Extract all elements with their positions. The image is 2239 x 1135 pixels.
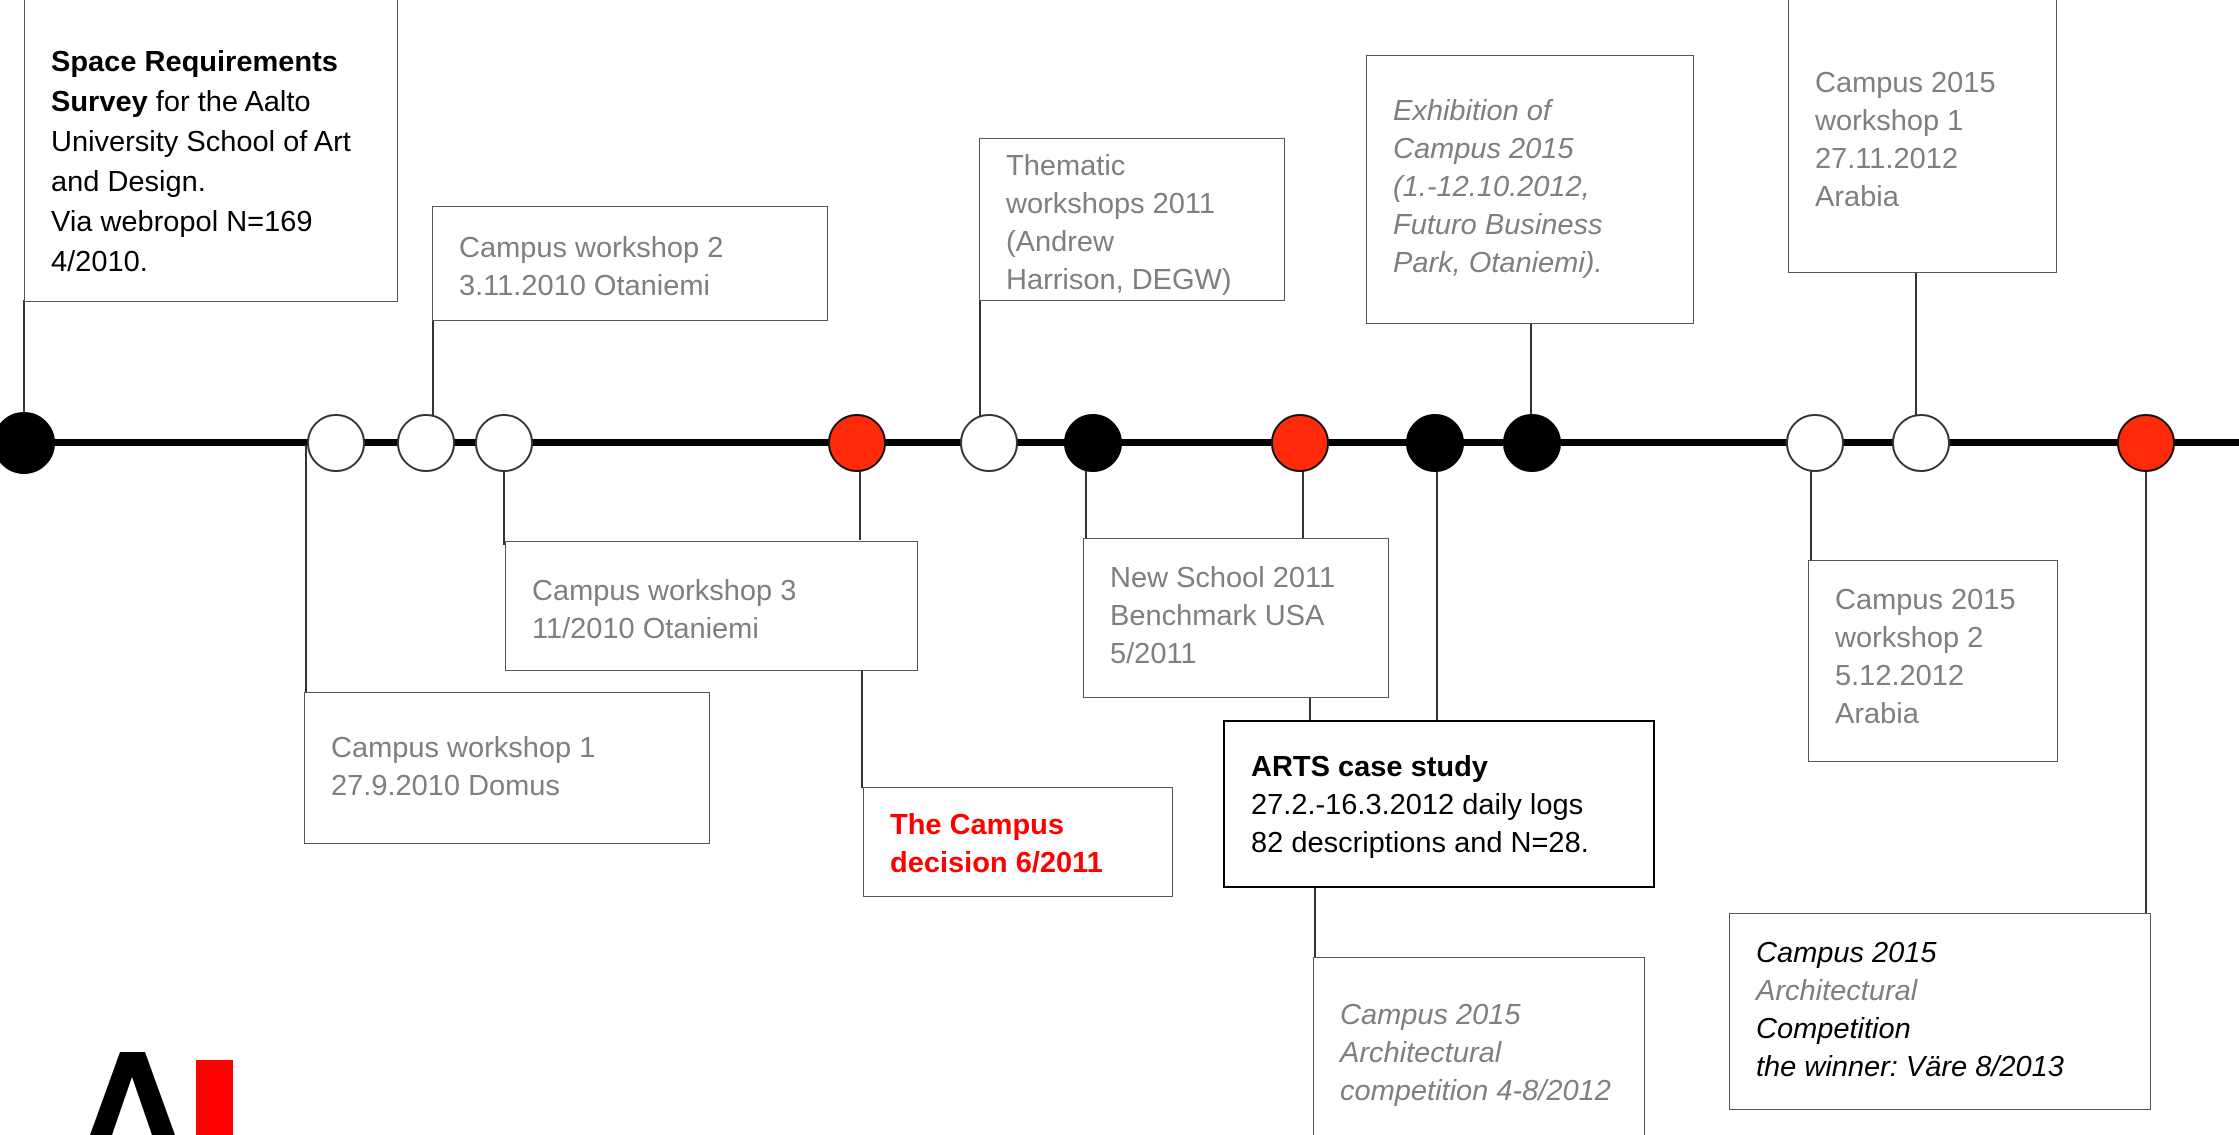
box-line: decision 6/2011 — [890, 847, 1103, 879]
box-line: competition 4-8/2012 — [1340, 1075, 1611, 1107]
aalto-logo-red-bar — [196, 1060, 233, 1135]
connector-line — [979, 300, 981, 440]
timeline-node — [2117, 414, 2175, 472]
box-line: 27.9.2010 Domus — [331, 770, 560, 802]
box-line: Campus workshop 1 — [331, 732, 596, 764]
timeline-node — [828, 414, 886, 472]
box-line: 27.2.-16.3.2012 daily logs — [1251, 789, 1584, 821]
box-line: Campus 2015 — [1756, 937, 1937, 969]
connector-line — [859, 445, 861, 540]
timeline-node — [1503, 414, 1561, 472]
box-line: workshops 2011 — [1006, 188, 1216, 220]
timeline-node — [0, 412, 55, 474]
exhibition-box: Exhibition of Campus 2015 (1.-12.10.2012… — [1366, 55, 1694, 324]
competition-winner-box: Campus 2015 Architectural Competition th… — [1729, 913, 2151, 1110]
arts-title: ARTS case study — [1251, 751, 1488, 783]
campus-2015-workshop-2-box: Campus 2015 workshop 2 5.12.2012 Arabia — [1808, 560, 2058, 762]
connector-line — [1314, 880, 1316, 958]
connector-line — [1436, 445, 1438, 720]
aalto-logo — [90, 1052, 175, 1135]
box-line: Exhibition of — [1393, 95, 1551, 127]
timeline-node — [475, 414, 533, 472]
space-requirements-survey-box: Space Requirements Survey for the Aalto … — [24, 0, 398, 302]
timeline-node — [1271, 414, 1329, 472]
connector-line — [2145, 445, 2147, 915]
box-line: Thematic — [1006, 150, 1126, 182]
arts-case-study-box: ARTS case study 27.2.-16.3.2012 daily lo… — [1223, 720, 1655, 888]
survey-line: Via webropol N=169 — [51, 206, 313, 238]
box-line: 82 descriptions and N=28. — [1251, 827, 1589, 859]
box-line: 3.11.2010 Otaniemi — [459, 270, 710, 302]
box-line: Architectural — [1756, 975, 1918, 1007]
campus-workshop-3-box: Campus workshop 3 11/2010 Otaniemi — [505, 541, 918, 671]
connector-line — [861, 670, 863, 788]
connector-line — [1085, 445, 1087, 540]
box-line: workshop 1 — [1815, 105, 1964, 137]
connector-line — [1309, 698, 1311, 721]
campus-2015-workshop-1-box: Campus 2015 workshop 1 27.11.2012 Arabia — [1788, 0, 2057, 273]
timeline-node — [1786, 414, 1844, 472]
box-line: Park, Otaniemi). — [1393, 247, 1603, 279]
timeline-node — [307, 414, 365, 472]
box-line: the winner: Väre 8/2013 — [1756, 1051, 2064, 1083]
campus-decision-box: The Campus decision 6/2011 — [863, 787, 1173, 897]
box-line: workshop 2 — [1835, 622, 1984, 654]
box-line: The Campus — [890, 809, 1065, 841]
box-line: Campus 2015 — [1340, 999, 1521, 1031]
box-line: Benchmark USA — [1110, 600, 1325, 632]
box-line: 5.12.2012 — [1835, 660, 1965, 692]
box-line: Futuro Business — [1393, 209, 1603, 241]
timeline-node — [397, 414, 455, 472]
connector-line — [503, 445, 505, 545]
connector-line — [1302, 445, 1304, 540]
box-line: New School 2011 — [1110, 562, 1336, 594]
box-line: 27.11.2012 — [1815, 143, 1958, 175]
box-line: (Andrew — [1006, 226, 1114, 258]
box-line: Arabia — [1815, 181, 1899, 213]
box-line: Campus 2015 — [1835, 584, 2016, 616]
box-line: Campus workshop 3 — [532, 575, 797, 607]
box-line: 11/2010 Otaniemi — [532, 613, 759, 645]
connector-line — [305, 445, 307, 693]
campus-workshop-1-box: Campus workshop 1 27.9.2010 Domus — [304, 692, 710, 844]
connector-line — [1915, 273, 1917, 440]
connector-line — [1810, 445, 1812, 562]
connector-line — [23, 300, 25, 440]
new-school-box: New School 2011 Benchmark USA 5/2011 — [1083, 538, 1389, 698]
timeline-node — [1064, 414, 1122, 472]
box-line: Competition — [1756, 1013, 1911, 1045]
thematic-workshops-box: Thematic workshops 2011 (Andrew Harrison… — [979, 138, 1285, 301]
campus-workshop-2-box: Campus workshop 2 3.11.2010 Otaniemi — [432, 206, 828, 321]
architectural-competition-box: Campus 2015 Architectural competition 4-… — [1313, 957, 1645, 1135]
timeline-node — [1892, 414, 1950, 472]
survey-title: Space Requirements Survey — [51, 46, 338, 118]
survey-line: 4/2010. — [51, 246, 148, 278]
box-line: (1.-12.10.2012, — [1393, 171, 1590, 203]
box-line: 5/2011 — [1110, 638, 1197, 670]
connector-line — [432, 320, 434, 440]
box-line: Harrison, DEGW) — [1006, 264, 1232, 296]
box-line: Campus workshop 2 — [459, 232, 724, 264]
box-line: Campus 2015 — [1815, 67, 1996, 99]
box-line: Campus 2015 — [1393, 133, 1574, 165]
box-line: Architectural — [1340, 1037, 1502, 1069]
box-line: Arabia — [1835, 698, 1919, 730]
connector-line — [1530, 323, 1532, 440]
survey-text: for the Aalto University School of Art a… — [51, 86, 351, 198]
timeline-node — [1406, 414, 1464, 472]
timeline-node — [960, 414, 1018, 472]
